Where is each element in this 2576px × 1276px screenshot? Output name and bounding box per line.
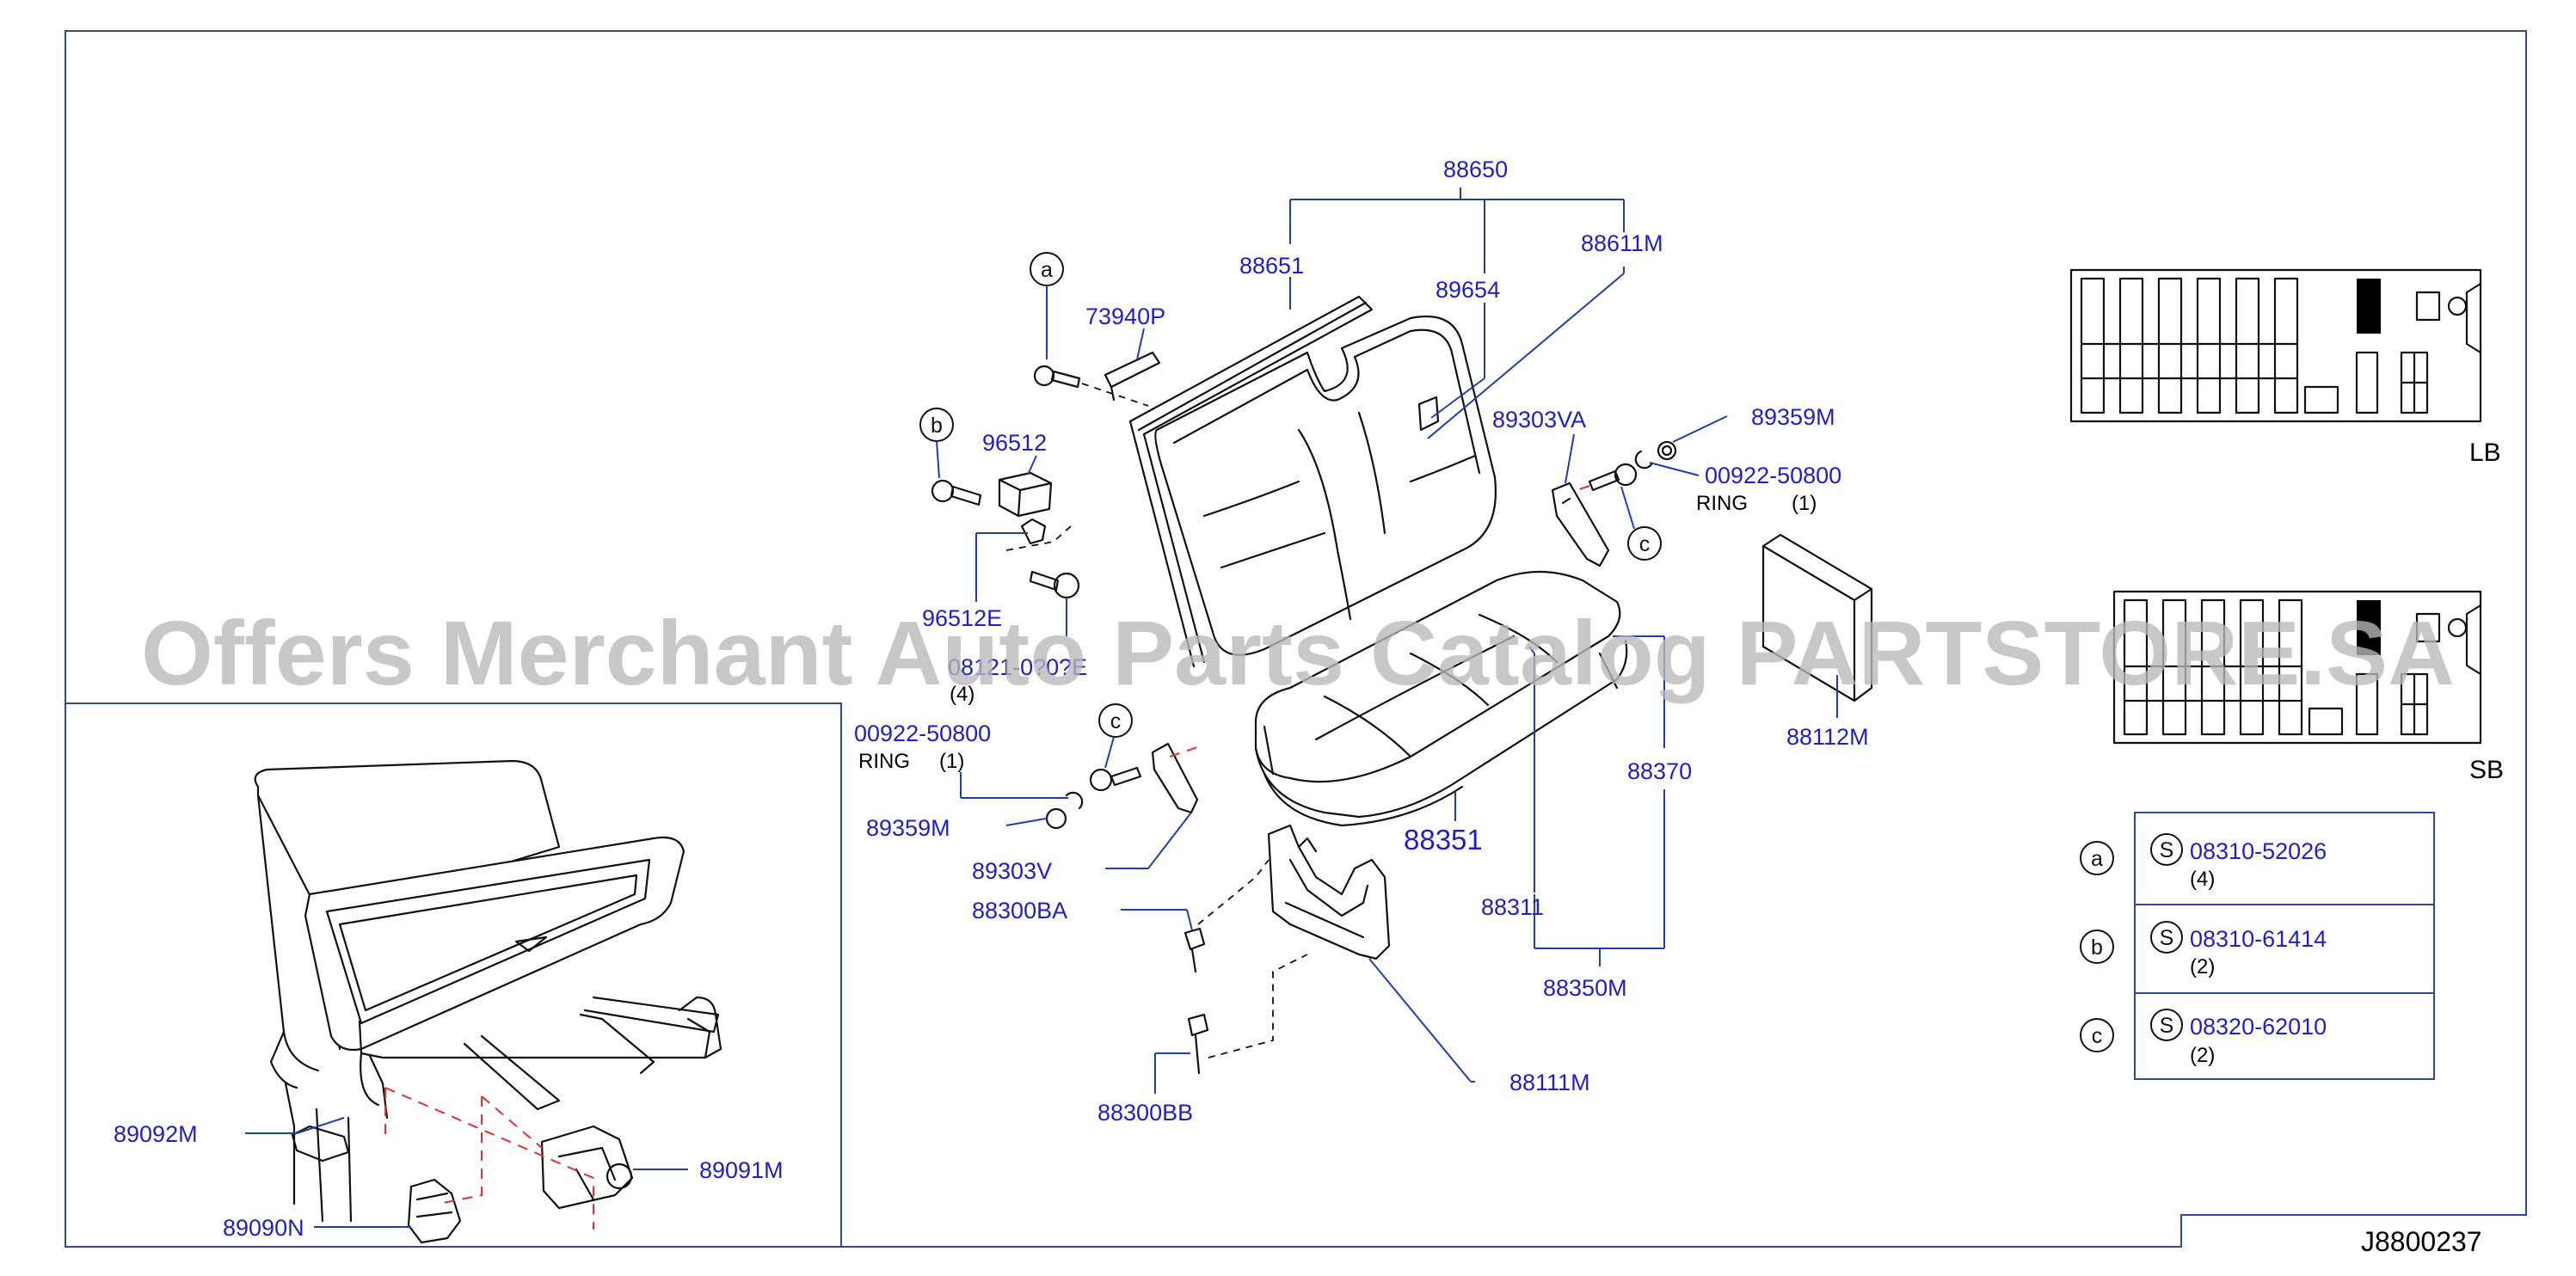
clip-96512E [1005, 518, 1072, 551]
label-89303V: 89303V [972, 858, 1052, 884]
legend-c-key: c [2092, 1024, 2103, 1048]
label-sb: SB [2469, 756, 2504, 784]
seat-back-frame-88651 [1128, 295, 1374, 668]
ring-top [1634, 440, 1677, 469]
bracket-88111M [1267, 824, 1391, 960]
label-00922-50800-top: 00922-50800 [1705, 463, 1841, 488]
legend-b-qty: (2) [2190, 955, 2215, 978]
clip-96512 [998, 471, 1053, 518]
legend-b-number: 08310-61414 [2190, 926, 2327, 952]
label-88651: 88651 [1239, 253, 1304, 279]
callout-c-text: c [1110, 709, 1122, 733]
label-88112M: 88112M [1786, 724, 1869, 750]
legend-frame [2134, 812, 2435, 1080]
label-89303VA: 89303VA [1492, 407, 1586, 432]
label-88311: 88311 [1481, 894, 1544, 920]
bolt-b [931, 479, 982, 506]
callout-c-top: c [1620, 486, 1662, 561]
legend-row-a: a S 08310-52026 (4) [2080, 833, 2327, 891]
legend-b-prefix: S [2160, 926, 2174, 950]
latch-89303VA [1551, 482, 1610, 567]
label-89359M-left: 89359M [866, 815, 950, 841]
label-89090N: 89090N [223, 1215, 304, 1241]
side-cover-88112M [1761, 533, 1873, 702]
label-88611M: 88611M [1581, 230, 1663, 256]
callout-a-top: a [1030, 252, 1064, 359]
callout-c-left: c [1098, 703, 1133, 769]
bolt-88300BB [1187, 954, 1308, 1075]
seat-cushion-88351 [1254, 570, 1628, 827]
legend-c-number: 08320-62010 [2190, 1014, 2327, 1040]
latch-89303V [1151, 742, 1201, 814]
label-88300BB: 88300BB [1097, 1100, 1193, 1126]
label-88351: 88351 [1404, 824, 1483, 856]
legend-c-qty: (2) [2190, 1044, 2215, 1067]
bolt-a [1033, 365, 1149, 407]
legend-a-prefix: S [2160, 838, 2174, 862]
label-ring-left: RING [858, 750, 910, 773]
callout-b-top: b [919, 408, 954, 479]
watermark-text: Offers Merchant Auto Parts Catalog PARTS… [141, 603, 2455, 704]
label-89091M: 89091M [699, 1157, 784, 1183]
label-88111M: 88111M [1509, 1070, 1590, 1095]
inset-detail [245, 759, 722, 1244]
bolt-88300BA [1183, 859, 1270, 973]
label-08121-partial: 08121-0?0?E [948, 654, 1087, 680]
label-89359M-top: 89359M [1751, 404, 1835, 430]
bolt-c-top [1571, 463, 1638, 493]
legend-c-prefix: S [2160, 1014, 2174, 1038]
label-88370: 88370 [1627, 758, 1692, 784]
ring-left [1045, 791, 1084, 830]
inset-frame [65, 702, 842, 1248]
callout-c-text: c [1639, 532, 1651, 556]
callout-a-text: a [1041, 258, 1053, 282]
legend-a-key: a [2091, 847, 2103, 871]
label-08121-qty: (4) [950, 683, 974, 706]
leader-lines [960, 187, 1838, 1094]
label-lb: LB [2469, 439, 2501, 467]
label-88650: 88650 [1443, 156, 1508, 182]
label-96512: 96512 [982, 430, 1047, 456]
label-00922-50800-left: 00922-50800 [854, 721, 991, 746]
legend-a-qty: (4) [2190, 868, 2215, 891]
legend-b-key: b [2091, 936, 2103, 960]
bolt-081 [1029, 570, 1080, 599]
label-89092M: 89092M [114, 1121, 198, 1147]
label-89654: 89654 [1436, 277, 1500, 303]
label-88300BA: 88300BA [972, 898, 1067, 923]
diagram-id: J8800237 [2361, 1226, 2482, 1257]
label-96512E: 96512E [922, 605, 1002, 631]
label-ring-top: RING [1696, 492, 1748, 515]
label-73940P: 73940P [1085, 304, 1165, 329]
layout-lb-thumbnail [2069, 268, 2482, 423]
callout-b-text: b [931, 414, 943, 438]
legend-a-number: 08310-52026 [2190, 838, 2327, 864]
seat-back-88650 [1154, 315, 1497, 656]
bolt-c-left [1089, 766, 1142, 792]
layout-sb-thumbnail [2112, 590, 2482, 745]
legend-row-c: c S 08320-62010 (2) [2080, 1009, 2327, 1067]
label-ring-left-qty: (1) [939, 750, 964, 773]
clip-73940P [1104, 351, 1161, 402]
label-ring-top-qty: (1) [1792, 492, 1817, 515]
part-labels: 88650 88651 89654 88611M 73940P 96512 96… [114, 156, 1869, 1241]
legend-row-b: b S 08310-61414 (2) [2080, 921, 2327, 978]
label-88350M: 88350M [1543, 975, 1627, 1001]
